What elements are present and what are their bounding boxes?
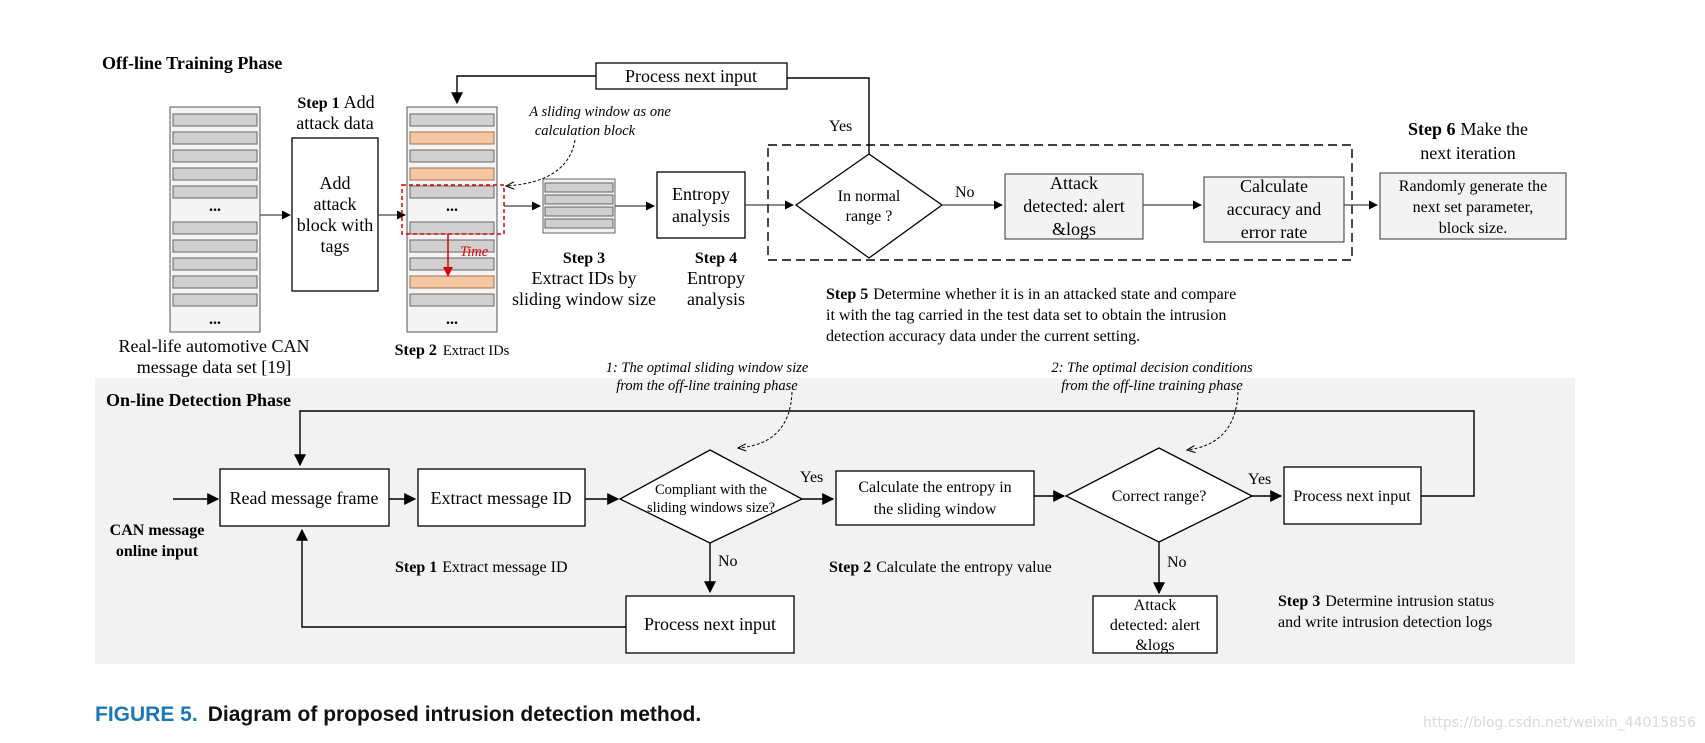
dataset-ellipsis-1: ... — [209, 198, 221, 215]
time-label: Time — [460, 244, 489, 260]
offline-attack-detected-box — [1004, 173, 1144, 240]
calc-entropy-box — [835, 470, 1035, 526]
extract-message-id-box — [417, 468, 586, 527]
extract-message-id-label: Extract message ID — [431, 488, 572, 508]
entropy-box-line2: analysis — [672, 206, 730, 226]
calc-accuracy-line1: Calculate — [1240, 176, 1308, 196]
compliant-line2: sliding windows size? — [647, 500, 775, 516]
offline-step4-line2: analysis — [687, 289, 745, 309]
calc-entropy-line1: Calculate the entropy in — [858, 479, 1011, 496]
correct-range-label: Correct range? — [1112, 488, 1207, 505]
sliding-note-line1: A sliding window as one — [528, 104, 671, 120]
extracted-ids-stack — [542, 178, 616, 234]
calc-accuracy-box — [1203, 176, 1345, 243]
offline-step1-subheading: attack data — [296, 113, 373, 133]
offline-attack-line2: detected: alert — [1023, 196, 1124, 216]
entropy-box-line1: Entropy — [672, 184, 730, 204]
can-dataset-stack — [169, 106, 261, 333]
online-note2-line1: 2: The optimal decision conditions — [1051, 360, 1253, 376]
entropy-analysis-box — [656, 171, 746, 239]
offline-yes-label: Yes — [829, 118, 852, 135]
sliding-note-line2: calculation block — [535, 123, 636, 139]
read-message-frame-label: Read message frame — [230, 488, 379, 508]
sliding-window-highlight — [401, 184, 505, 235]
offline-step3-num: Step 3 — [563, 250, 605, 267]
dataset-ellipsis-2: ... — [209, 311, 221, 328]
add-block-line1: Add — [320, 173, 351, 193]
online-attack-line3: &logs — [1135, 637, 1174, 654]
dataset-label-line1: Real-life automotive CAN — [119, 336, 310, 356]
offline-attack-line1: Attack — [1050, 173, 1098, 193]
offline-step4-line1: Entropy — [687, 268, 745, 288]
offline-step3-line2: sliding window size — [512, 289, 656, 309]
offline-process-next-input-label: Process next input — [625, 66, 757, 86]
dataset-label-line2: message data set [19] — [137, 357, 291, 377]
random-line3: block size. — [1439, 220, 1507, 237]
normal-range-line1: In normal — [838, 188, 901, 205]
online-yes-label-2: Yes — [1248, 471, 1271, 488]
figure-caption: FIGURE 5.Diagram of proposed intrusion d… — [95, 703, 701, 726]
online-process-next-input-box-right — [1283, 466, 1422, 525]
online-attack-detected-box — [1092, 595, 1218, 654]
tagged-ellipsis-2: ... — [446, 311, 458, 328]
compliant-line1: Compliant with the — [655, 482, 767, 498]
online-process-next-input-right-label: Process next input — [1293, 488, 1411, 505]
offline-phase-title: Off-line Training Phase — [102, 53, 282, 73]
online-phase-title: On-line Detection Phase — [106, 390, 291, 410]
normal-range-line2: range ? — [846, 208, 893, 225]
step5-line3: detection accuracy data under the curren… — [826, 328, 1140, 345]
step6-subheading: next iteration — [1420, 143, 1515, 163]
online-note1-line1: 1: The optimal sliding window size — [606, 360, 809, 376]
add-block-line2: attack — [314, 194, 357, 214]
online-top-loop — [294, 410, 1475, 497]
random-line2: next set parameter, — [1413, 199, 1534, 216]
calc-entropy-line2: the sliding window — [874, 501, 997, 518]
online-input-line2: online input — [116, 543, 199, 560]
offline-attack-line3: &logs — [1052, 219, 1096, 239]
note1-pointer — [738, 391, 793, 448]
watermark: https://blog.csdn.net/weixin_44015856 — [1423, 715, 1696, 731]
note2-pointer — [1187, 391, 1239, 450]
read-message-frame-box — [219, 468, 390, 527]
online-attack-line2: detected: alert — [1110, 617, 1201, 634]
add-block-line3: block with — [297, 215, 374, 235]
online-note1-line2: from the off-line training phase — [616, 378, 798, 394]
online-note2-line2: from the off-line training phase — [1061, 378, 1243, 394]
offline-yes-loop-line — [787, 77, 870, 154]
online-no-label-2: No — [1167, 554, 1187, 571]
add-block-line4: tags — [321, 236, 350, 256]
tagged-ellipsis-1: ... — [446, 198, 458, 215]
random-generate-box — [1379, 172, 1567, 240]
online-step3-line2: and write intrusion detection logs — [1278, 614, 1492, 631]
offline-step3-line1: Extract IDs by — [532, 268, 637, 288]
online-bottom-loop — [296, 528, 626, 628]
random-line1: Randomly generate the — [1399, 178, 1547, 195]
step5-line2: it with the tag carried in the test data… — [826, 307, 1226, 324]
online-process-next-input-lower-label: Process next input — [644, 614, 776, 634]
offline-step4-num: Step 4 — [695, 250, 737, 267]
online-attack-line1: Attack — [1134, 597, 1177, 614]
online-input-line1: CAN message — [110, 522, 205, 539]
offline-loop-back-arrow — [451, 75, 596, 105]
online-no-label-1: No — [718, 553, 738, 570]
tagged-message-stack — [406, 106, 498, 333]
normal-range-diamond — [794, 153, 944, 259]
calc-accuracy-line2: accuracy and — [1227, 199, 1321, 219]
online-process-next-input-box-lower — [625, 595, 795, 654]
offline-no-label: No — [955, 184, 975, 201]
calc-accuracy-line3: error rate — [1241, 222, 1307, 242]
online-yes-label-1: Yes — [800, 469, 823, 486]
add-attack-block-box — [291, 137, 379, 292]
